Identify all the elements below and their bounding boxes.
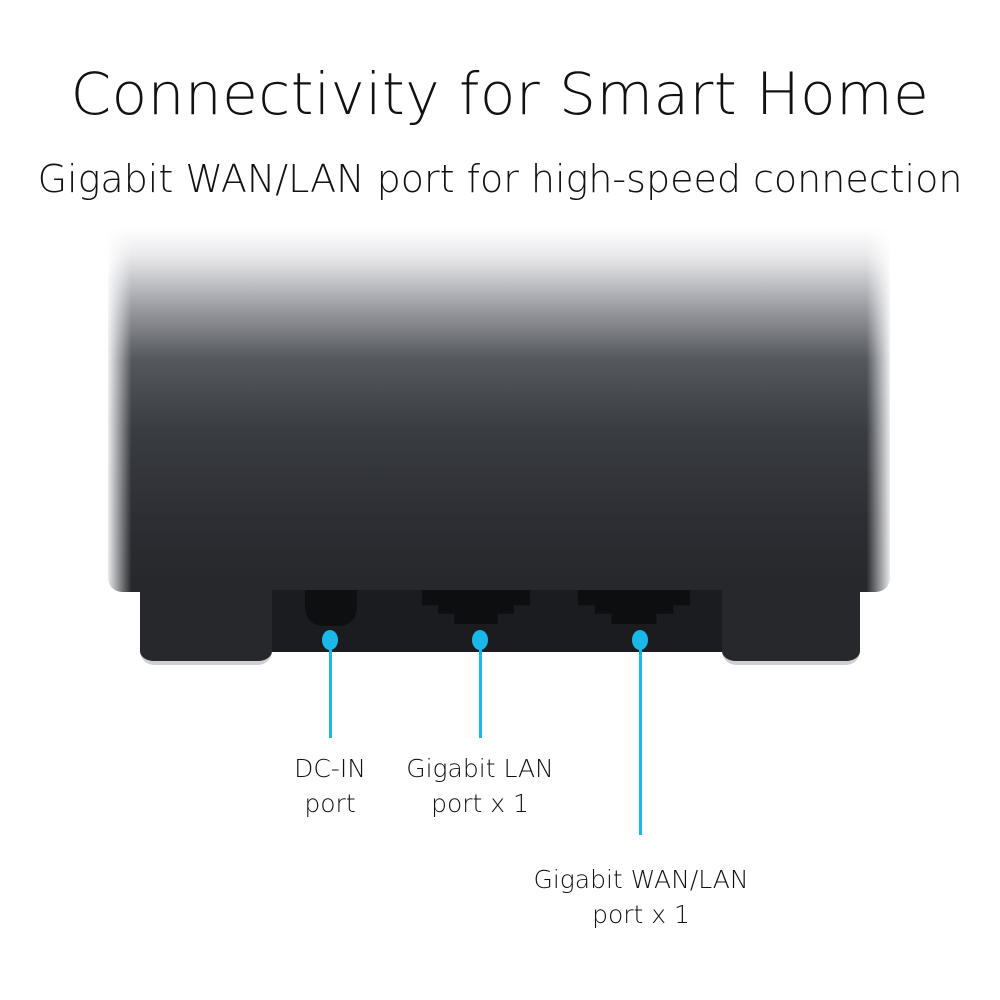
- label-wan-lan: Gigabit WAN/LAN port x 1: [491, 862, 791, 932]
- label-line: Gigabit LAN: [406, 754, 554, 783]
- callout-dot-lan: [472, 630, 488, 650]
- callout-line-dc-in: [329, 645, 332, 738]
- callout-line-lan: [479, 645, 482, 738]
- headline: Connectivity for Smart Home: [70, 60, 930, 128]
- callout-dot-wan: [632, 630, 648, 650]
- label-line: port x 1: [431, 789, 529, 818]
- label-line: DC-IN: [294, 754, 366, 783]
- label-lan: Gigabit LAN port x 1: [360, 751, 600, 821]
- dc-in-jack: [305, 590, 357, 626]
- subheadline: Gigabit WAN/LAN port for high-speed conn…: [37, 157, 963, 201]
- router-body: [108, 228, 890, 592]
- callout-line-wan: [639, 645, 642, 835]
- label-dc-in: DC-IN port: [230, 751, 430, 821]
- label-line: port x 1: [592, 900, 690, 929]
- label-line: port: [304, 789, 356, 818]
- router-foot-right: [722, 590, 860, 665]
- router-foot-left: [140, 590, 272, 665]
- callout-dot-dc-in: [322, 630, 338, 650]
- label-line: Gigabit WAN/LAN: [533, 865, 749, 894]
